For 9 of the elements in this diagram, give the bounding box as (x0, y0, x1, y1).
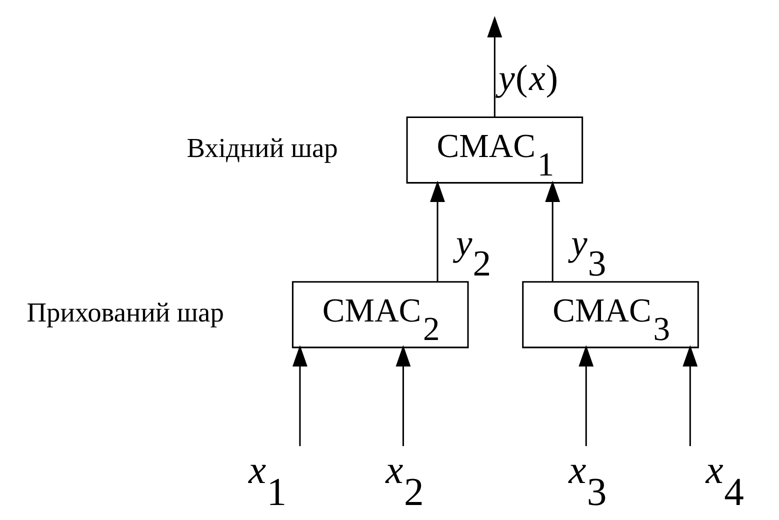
arrow (396, 345, 411, 446)
label: Прихований шар (26, 297, 224, 328)
arrow (682, 345, 698, 446)
label: Вхідний шар (186, 132, 338, 163)
arrow (292, 345, 308, 446)
arrow (545, 180, 560, 282)
arrow (430, 180, 445, 282)
arrow (487, 16, 502, 117)
arrow (578, 345, 594, 446)
